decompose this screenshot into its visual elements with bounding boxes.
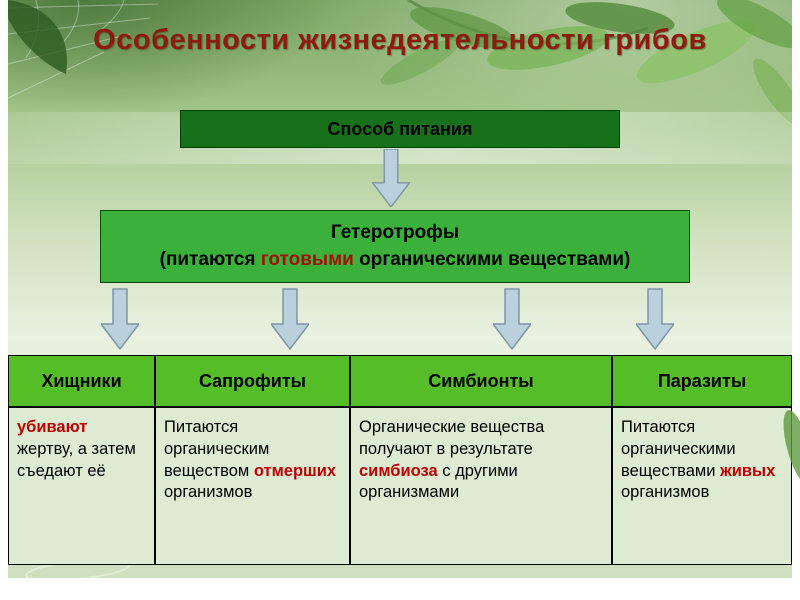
down-arrow-icon bbox=[101, 288, 139, 351]
nutrition-method-label: Способ питания bbox=[327, 118, 473, 139]
cell-highlight: живых bbox=[720, 461, 776, 480]
table-header-saprophytes: Сапрофиты bbox=[155, 355, 350, 407]
cell-highlight: убивают bbox=[17, 418, 88, 436]
cell-highlight: симбиоза bbox=[359, 461, 438, 480]
down-arrow-icon bbox=[493, 288, 531, 351]
cell-text: Питаются органическими веществами bbox=[621, 418, 736, 480]
cell-text: Питаются органическим веществом bbox=[164, 418, 270, 480]
table-cell-symbionts: Органические вещества получают в результ… bbox=[350, 407, 612, 565]
table-cell-parasites: Питаются органическими веществами живых … bbox=[612, 407, 792, 565]
subtitle-pre: (питаются bbox=[159, 248, 261, 270]
nutrition-method-box: Способ питания bbox=[180, 110, 620, 148]
heterotrophs-subtitle: (питаются готовыми органическими веществ… bbox=[160, 247, 631, 274]
cell-text: организмов bbox=[164, 483, 253, 502]
heterotrophs-title: Гетеротрофы bbox=[330, 221, 460, 243]
heterotrophs-box: Гетеротрофы (питаются готовыми органичес… bbox=[100, 210, 690, 283]
cell-text: организмов bbox=[621, 483, 710, 502]
down-arrow-icon bbox=[271, 288, 309, 351]
cell-text: с другими организмами bbox=[359, 461, 518, 502]
fungi-types-table: Хищники Сапрофиты Симбионты Паразиты уби… bbox=[8, 355, 792, 565]
presentation-slide: Особенности жизнедеятельности грибов Спо… bbox=[8, 0, 792, 578]
leaf-icon bbox=[783, 410, 800, 484]
table-cell-predators: убивают жертву, а затем съедают её bbox=[8, 407, 155, 565]
table-header-parasites: Паразиты bbox=[612, 355, 792, 407]
table-header-symbionts: Симбионты bbox=[350, 355, 612, 407]
down-arrow-icon bbox=[636, 288, 674, 351]
cell-text: жертву, а затем съедают её bbox=[17, 439, 136, 480]
slide-title: Особенности жизнедеятельности грибов bbox=[93, 24, 707, 56]
down-arrow-icon bbox=[372, 149, 410, 207]
cell-highlight: отмерших bbox=[253, 461, 337, 480]
subtitle-highlight: готовыми bbox=[260, 248, 354, 270]
table-header-predators: Хищники bbox=[8, 355, 155, 407]
subtitle-post: органическими веществами) bbox=[353, 248, 631, 270]
table-cell-saprophytes: Питаются органическим веществом отмерших… bbox=[155, 407, 350, 565]
cell-text: Органические вещества получают в результ… bbox=[359, 418, 545, 458]
